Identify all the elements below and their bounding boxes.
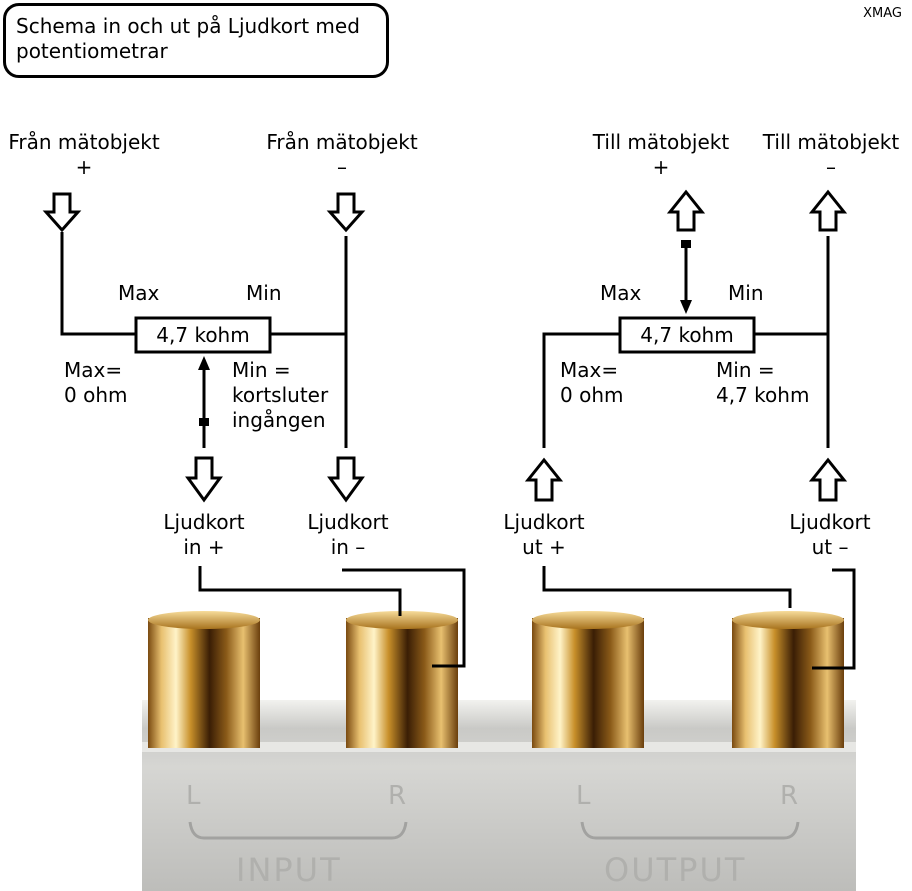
card-in-plus-label: Ljudkort in + <box>163 510 245 559</box>
arrow-down-icon <box>185 456 223 503</box>
arrow-down-icon <box>327 456 365 503</box>
output-min-label: Min <box>728 281 764 305</box>
dest-minus-label: Till mätobjekt – <box>762 130 900 179</box>
rca-connector-input-r <box>346 611 458 748</box>
input-wiring <box>60 232 466 668</box>
source-plus-label: Från mätobjekt + <box>8 130 160 179</box>
arrow-up-icon <box>666 189 706 232</box>
output-pot-value: 4,7 kohm <box>640 323 734 347</box>
rca-connector-output-r <box>732 611 844 748</box>
panel-label-input: INPUT <box>236 851 342 889</box>
rca-connector-output-l <box>532 611 644 748</box>
arrow-down-icon <box>326 192 366 233</box>
dest-plus-label: Till mätobjekt + <box>592 130 730 179</box>
output-arrows <box>524 189 848 502</box>
input-min-label: Min <box>246 281 282 305</box>
output-wiper-arrow <box>680 300 692 314</box>
panel-label-output-l: L <box>576 781 591 811</box>
card-in-minus-label: Ljudkort in – <box>307 510 389 559</box>
arrow-down-icon <box>42 192 82 233</box>
input-min-note: Min = kortsluter ingången <box>232 358 329 432</box>
card-out-minus-label: Ljudkort ut – <box>789 510 871 559</box>
output-potentiometer <box>618 316 756 354</box>
input-pot-value: 4,7 kohm <box>156 323 250 347</box>
output-max-label: Max <box>600 281 642 305</box>
source-minus-label: Från mätobjekt – <box>266 130 418 179</box>
page-title: Schema in och ut på Ljudkort med potenti… <box>16 14 360 63</box>
output-wiper-marker <box>681 240 691 248</box>
input-wiper-marker <box>199 418 209 426</box>
panel-label-output-r: R <box>780 781 799 811</box>
input-arrows <box>42 192 366 503</box>
rca-connector-input-l <box>148 611 260 748</box>
input-max-note: Max= 0 ohm <box>64 358 128 407</box>
output-wiring <box>542 236 856 670</box>
arrow-up-icon <box>808 457 848 502</box>
card-out-plus-label: Ljudkort ut + <box>503 510 585 559</box>
arrow-up-icon <box>808 189 848 232</box>
arrow-up-icon <box>524 457 564 502</box>
input-max-label: Max <box>118 281 160 305</box>
output-max-note: Max= 0 ohm <box>560 358 624 407</box>
input-wiper-arrow <box>198 356 210 370</box>
panel-label-input-l: L <box>186 781 201 811</box>
title-box: Schema in och ut på Ljudkort med potenti… <box>3 3 389 78</box>
output-min-note: Min = 4,7 kohm <box>716 358 810 407</box>
panel-label-output: OUTPUT <box>604 851 747 889</box>
panel-label-input-r: R <box>388 781 407 811</box>
input-potentiometer <box>134 316 272 354</box>
brand-label: XMAG <box>863 6 902 21</box>
